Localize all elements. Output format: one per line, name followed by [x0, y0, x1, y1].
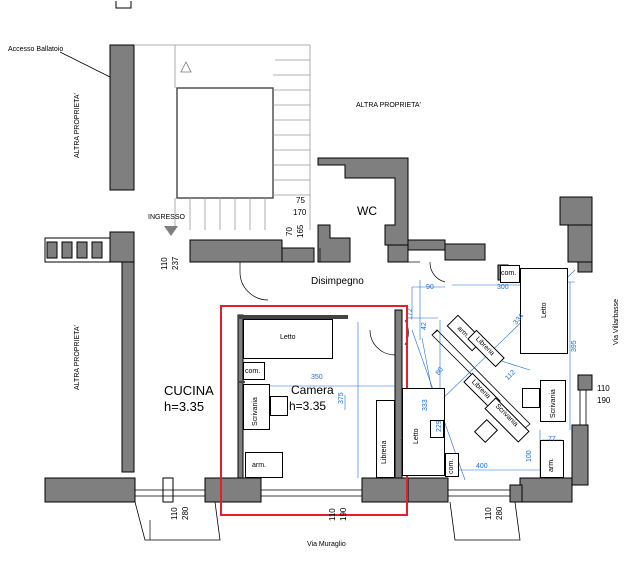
nightstand-camera: [243, 362, 265, 380]
com-top-right-label: com.: [501, 270, 517, 277]
via-muraglio-label: Via Muraglio: [307, 541, 346, 548]
altra-proprieta-left-bottom-label: ALTRA PROPRIETA': [74, 325, 81, 390]
desk-right: [540, 380, 566, 422]
disimpegno-label: Disimpegno: [311, 276, 364, 287]
ingresso-label: INGRESSO: [148, 214, 185, 221]
ingresso-arrow-icon: [164, 226, 178, 236]
dim-300: 300: [497, 284, 509, 291]
dim-375: 375: [338, 392, 345, 404]
letto-right-label: Letto: [413, 428, 420, 444]
letto-top-right-label: Letto: [541, 302, 548, 318]
desk-chair-right: [522, 388, 540, 408]
dim-bottom-mid-110: 110: [328, 508, 337, 521]
dim-172: 172: [407, 308, 414, 320]
com-camera-label: com.: [245, 368, 261, 375]
altra-proprieta-left-top-label: ALTRA PROPRIETA': [74, 93, 81, 158]
dim-ingresso-237: 237: [171, 256, 180, 270]
com-right-label: com.: [448, 458, 455, 474]
nightstand-top-right: [500, 265, 520, 283]
wardrobe-camera: [245, 452, 283, 478]
dim-229: 229: [436, 420, 443, 432]
via-villarbasse-label: Via Villarbasse: [613, 298, 620, 345]
dim-wc-70: 70: [285, 227, 294, 236]
altra-proprieta-top-label: ALTRA PROPRIETA': [356, 102, 421, 109]
dim-bottom-left-280: 280: [181, 506, 190, 520]
scrivania-right-label: Scrivania: [550, 389, 557, 418]
pillow-right: [430, 420, 444, 438]
dim-100: 100: [526, 450, 533, 462]
dim-bottom-mid-190: 190: [339, 507, 348, 521]
dim-333: 333: [422, 399, 429, 411]
arm-camera-label: arm.: [252, 462, 266, 469]
dim-right-110: 110: [597, 384, 610, 393]
dim-90: 90: [426, 284, 434, 291]
wardrobe-right: [540, 440, 564, 478]
cucina-label: CUCINA: [164, 383, 214, 398]
dim-400: 400: [476, 463, 488, 470]
accesso-ballatoio-label: Accesso Ballatoio: [8, 46, 64, 53]
dim-77: 77: [548, 436, 556, 443]
dim-350: 350: [311, 374, 323, 381]
libreria-camera-label: Libreria: [381, 440, 388, 464]
letto-camera-label: Letto: [280, 334, 296, 341]
dim-ingresso-110: 110: [160, 257, 169, 270]
camera-height-label: h=3.35: [289, 399, 327, 413]
wc-label: WC: [357, 204, 377, 218]
desk-chair-camera: [270, 396, 288, 416]
dim-bottom-right-110: 110: [484, 507, 493, 520]
desk-camera: [243, 384, 270, 430]
scrivania-camera-label: Scrivania: [252, 397, 259, 426]
dim-wc-75: 75: [296, 196, 305, 205]
dim-right-190: 190: [597, 396, 611, 405]
arm-right-label: arm.: [548, 458, 555, 472]
dim-42: 42: [421, 322, 428, 330]
dim-bottom-left-110: 110: [170, 507, 179, 520]
dim-bottom-right-280: 280: [495, 506, 504, 520]
dim-395: 395: [571, 340, 578, 352]
dim-wc-170: 170: [293, 208, 307, 217]
bed-top-right: [520, 268, 568, 354]
dim-wc-165: 165: [296, 224, 305, 238]
bookcase-camera: [376, 400, 395, 478]
camera-label: Camera: [291, 383, 334, 397]
cucina-height-label: h=3.35: [164, 399, 205, 414]
nightstand-right: [445, 453, 459, 477]
bed-camera: [243, 319, 333, 359]
